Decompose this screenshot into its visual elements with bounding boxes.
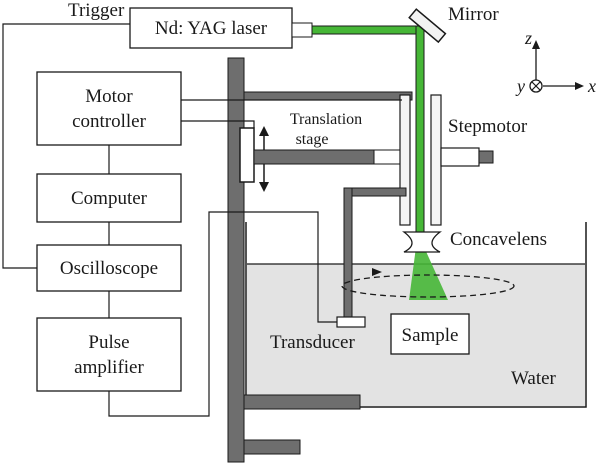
stepmotor-label: Stepmotor (448, 116, 528, 137)
coordinate-axes: z y x (515, 28, 596, 96)
stepmotor-body (440, 147, 480, 167)
mirror (408, 8, 447, 44)
sample-box (390, 313, 470, 355)
rotation-path (341, 268, 515, 298)
stepmotor-shaft (478, 150, 494, 164)
top-arm (243, 91, 413, 101)
frame-base (243, 439, 301, 455)
diverging-beam (409, 247, 448, 300)
lens-tube-right (430, 94, 442, 226)
oscilloscope-label: Oscilloscope (60, 258, 158, 279)
transducer-label: Transducer (270, 332, 355, 353)
computer-label: Computer (71, 188, 148, 209)
rail-coupler (373, 149, 401, 165)
wiring (2, 23, 402, 417)
pulse-amplifier-box (36, 317, 182, 392)
water-tank (245, 222, 587, 408)
motor-controller-label-line1: Motor (85, 86, 133, 107)
motor-controller-box (36, 71, 182, 146)
x-arrowhead (575, 82, 584, 90)
computer-box (36, 173, 182, 223)
rail (253, 149, 375, 165)
lens-tube-left (399, 94, 411, 226)
laser-label: Nd: YAG laser (155, 18, 268, 39)
trigger-label: Trigger (68, 0, 125, 21)
frame-foot (243, 394, 361, 410)
transducer (336, 316, 366, 328)
translation-stage-label-line1: Translation (290, 111, 362, 128)
translation-stage-block (239, 127, 255, 183)
pulse-amplifier-label-line2: amplifier (74, 357, 144, 378)
transducer-arm-horizontal (343, 187, 407, 197)
frame-column (227, 57, 245, 463)
concave-lens-label: Concavelens (450, 229, 547, 250)
sample-label: Sample (402, 325, 459, 346)
z-axis-label: z (524, 28, 532, 48)
oscilloscope-box (36, 244, 182, 292)
laser-aperture (291, 22, 313, 38)
translation-stage-label-line2: stage (296, 131, 329, 148)
y-axis-label: y (515, 76, 525, 96)
water-label: Water (511, 368, 557, 389)
x-axis-label: x (587, 76, 596, 96)
concave-lens (402, 231, 442, 253)
z-arrowhead (532, 40, 540, 49)
motor-controller-label-line2: controller (72, 111, 147, 132)
mirror-label: Mirror (448, 4, 499, 25)
pulse-amplifier-label-line1: Pulse (88, 332, 129, 353)
transducer-arm-vertical (343, 187, 353, 319)
